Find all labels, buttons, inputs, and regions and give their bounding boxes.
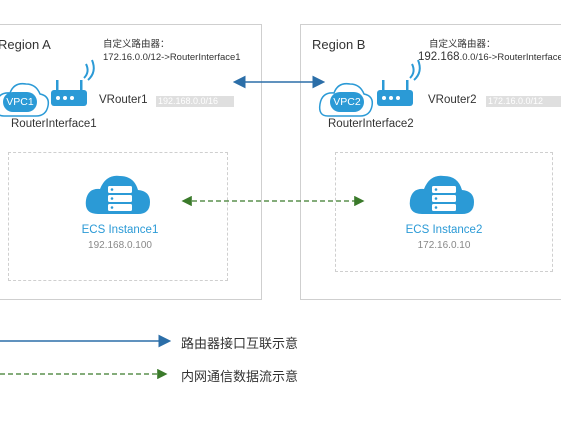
region-b-label: Region B [312,37,366,52]
region-b-box [300,24,561,300]
route-entry-rest: .0.0/16->RouterInterface [459,52,561,63]
region-a-box [0,24,262,300]
router-interface2-label: RouterInterface2 [328,118,414,130]
region-a-route-title: 自定义路由器： [103,39,170,50]
legend-dataflow-text: 内网通信数据流示意 [181,369,299,384]
region-b-route-title: 自定义路由器： [429,39,496,50]
ecs2-ip: 172.16.0.10 [417,240,471,251]
ecs2-server-cloud-icon [409,175,474,214]
region-a-label: Region A [0,37,51,52]
router-b-icon [377,59,421,106]
vrouter1-label: VRouter1 [99,94,148,106]
vpc1-cloud-icon [0,82,50,117]
ecs1-ip: 192.168.0.100 [88,240,152,251]
ecs1-name: ECS Instance1 [81,224,159,236]
region-a-route-entry: 172.16.0.0/12->RouterInterface1 [103,52,241,63]
vpc2-cloud-icon [318,82,374,117]
region-b-route-entry: 192.168.0.0/16->RouterInterface [418,51,561,63]
router-interface1-label: RouterInterface1 [11,118,97,130]
ecs2-name: ECS Instance2 [405,224,483,236]
router-a-icon [51,59,95,106]
vrouter2-cidr: 172.16.0.0/12 [486,96,561,107]
vpc1-badge: VPC1 [3,92,37,112]
ecs1-server-cloud-icon [85,175,150,214]
ecs-box-b [335,152,553,272]
vrouter1-cidr: 192.168.0.0/16 [156,96,234,107]
vrouter2-label: VRouter2 [428,94,477,106]
ecs-box-a [8,152,228,281]
vpc2-badge: VPC2 [330,92,364,112]
legend-router-interface-text: 路由器接口互联示意 [181,336,299,351]
route-entry-prefix: 192.168 [418,51,460,63]
